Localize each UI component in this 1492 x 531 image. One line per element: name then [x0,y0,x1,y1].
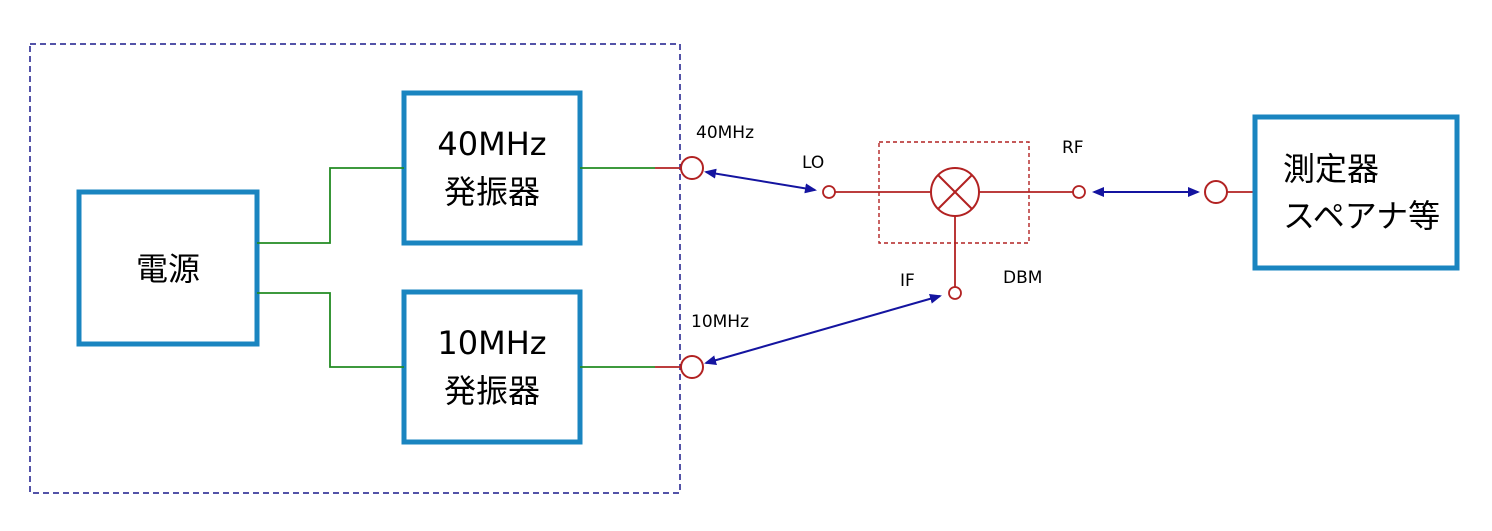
source-enclosure [29,43,681,494]
out40-label: 40MHz [696,123,754,143]
power-label: 電源 [136,250,200,288]
osc40-output-connector [680,156,704,180]
osc10-block [401,289,583,445]
osc40-line1: 40MHz [437,125,546,163]
lo-label: LO [802,153,824,173]
dbm-label: DBM [1003,268,1042,288]
power-block [76,189,260,347]
if-port [948,286,962,300]
osc10-output-connector [680,355,704,379]
if-label: IF [900,271,915,291]
measure-input-connector [1204,180,1228,204]
arrow-40mhz-to-lo [704,168,817,194]
measure-line1: 測定器 [1283,150,1379,188]
mixer-cross-b [937,174,973,210]
osc40-line2: 発振器 [444,173,540,211]
osc10-line1: 10MHz [437,324,546,362]
power-to-osc40-wire [257,167,404,244]
arrow-10mhz-to-if [704,293,942,366]
lo-port [822,185,836,199]
out10-label: 10MHz [691,312,749,332]
power-to-osc10-wire [257,292,404,368]
rf-port [1072,185,1086,199]
osc40-block [401,90,583,246]
osc10-line2: 発振器 [444,372,540,410]
measure-block [1252,114,1460,271]
rf-label: RF [1062,138,1084,158]
measure-line2: スペアナ等 [1283,197,1440,235]
